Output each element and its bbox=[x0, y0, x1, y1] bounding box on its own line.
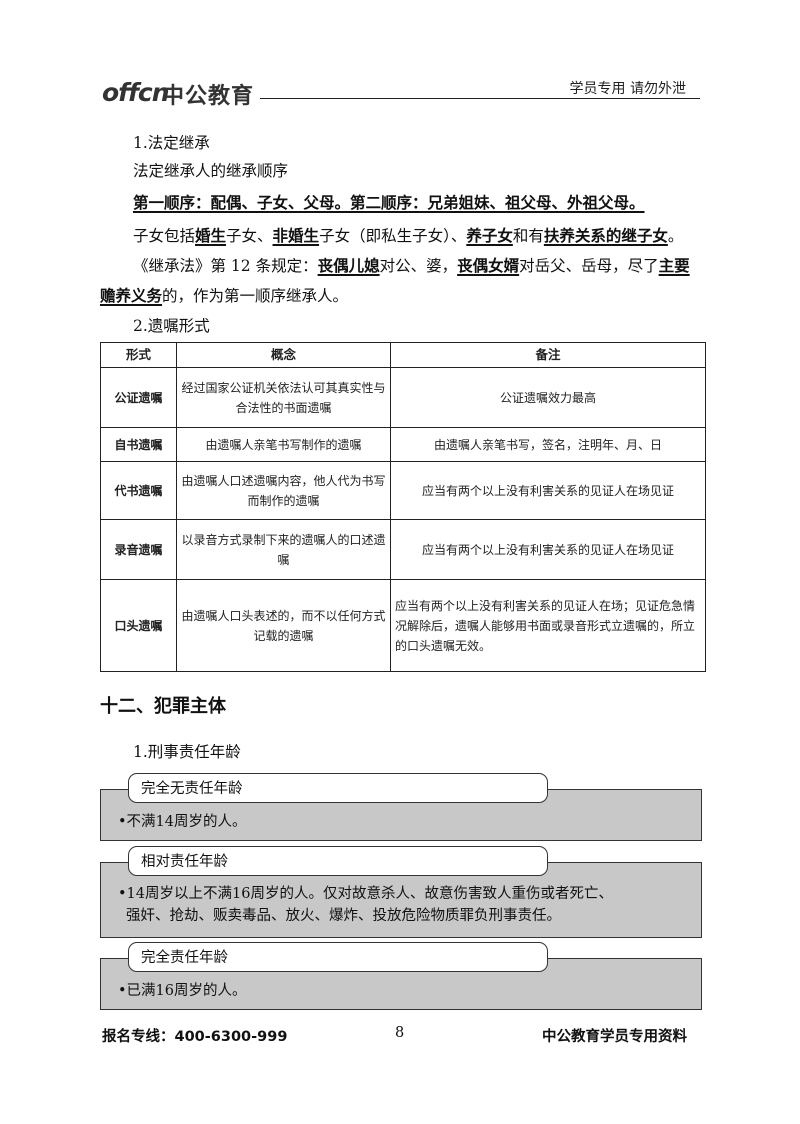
will-type-cell: 口头遗嘱 bbox=[100, 579, 177, 672]
table-row: 录音遗嘱 以录音方式录制下来的遗嘱人的口述遗嘱 应当有两个以上没有利害关系的见证… bbox=[100, 519, 706, 580]
section-title: 十二、犯罪主体 bbox=[100, 696, 226, 717]
will-type-cell: 代书遗嘱 bbox=[100, 461, 177, 520]
note-cell: 应当有两个以上没有利害关系的见证人在场见证 bbox=[390, 519, 706, 580]
keyword: 主要 bbox=[658, 256, 690, 275]
column-header: 备注 bbox=[390, 342, 706, 368]
order-intro: 法定继承人的继承顺序 bbox=[133, 162, 289, 180]
children-paragraph: 子女包括婚生子女、非婚生子女（即私生子女）、养子女和有扶养关系的继子女。 bbox=[133, 225, 683, 247]
heading-will-forms: 2.遗嘱形式 bbox=[133, 317, 210, 335]
concept-cell: 经过国家公证机关依法认可其真实性与合法性的书面遗嘱 bbox=[176, 367, 391, 428]
heading-statutory-inheritance: 1.法定继承 bbox=[133, 134, 210, 152]
concept-cell: 由遗嘱人口述遗嘱内容，他人代为书写而制作的遗嘱 bbox=[176, 461, 391, 520]
column-header: 形式 bbox=[100, 342, 177, 368]
keyword: 养子女 bbox=[466, 226, 513, 245]
text-run: 。 bbox=[667, 227, 684, 245]
age-block-label: 相对责任年龄 bbox=[128, 846, 548, 876]
keyword: 丧偶女婿 bbox=[457, 256, 520, 275]
page-number: 8 bbox=[395, 1025, 405, 1041]
will-forms-table: 形式 概念 备注 公证遗嘱 经过国家公证机关依法认可其真实性与合法性的书面遗嘱 … bbox=[100, 342, 706, 672]
text-run: 子女包括 bbox=[133, 227, 196, 245]
note-cell: 公证遗嘱效力最高 bbox=[390, 367, 706, 428]
text-run: 《继承法》第 12 条规定： bbox=[133, 257, 318, 275]
will-type-cell: 公证遗嘱 bbox=[100, 367, 177, 428]
inheritance-order: 第一顺序：配偶、子女、父母。第二顺序：兄弟姐妹、祖父母、外祖父母。 bbox=[133, 192, 645, 214]
page-header: offcn 中公教育 学员专用 请勿外泄 bbox=[100, 68, 700, 109]
text-run: 对公、婆， bbox=[379, 257, 458, 275]
will-type-cell: 自书遗嘱 bbox=[100, 427, 177, 462]
column-header: 概念 bbox=[176, 342, 391, 368]
age-block-text: 强奸、抢劫、贩卖毒品、放火、爆炸、投放危险物质罪负刑事责任。 bbox=[126, 908, 561, 924]
keyword: 扶养关系的继子女 bbox=[543, 226, 668, 245]
keyword: 丧偶儿媳 bbox=[317, 256, 380, 275]
footer-note: 中公教育学员专用资料 bbox=[542, 1029, 687, 1045]
note-cell: 由遗嘱人亲笔书写，签名，注明年、月、日 bbox=[390, 427, 706, 462]
table-row: 公证遗嘱 经过国家公证机关依法认可其真实性与合法性的书面遗嘱 公证遗嘱效力最高 bbox=[100, 367, 706, 428]
age-block-label: 完全责任年龄 bbox=[128, 942, 548, 972]
text-run: 和有 bbox=[512, 227, 544, 245]
table-row: 自书遗嘱 由遗嘱人亲笔书写制作的遗嘱 由遗嘱人亲笔书写，签名，注明年、月、日 bbox=[100, 427, 706, 462]
table-header-row: 形式 概念 备注 bbox=[100, 342, 706, 368]
age-block-text: •14周岁以上不满16周岁的人。仅对故意杀人、故意伤害致人重伤或者死亡、 bbox=[118, 886, 613, 902]
footer-hotline: 报名专线：400-6300-999 bbox=[102, 1029, 288, 1045]
will-type-cell: 录音遗嘱 bbox=[100, 519, 177, 580]
keyword: 赡养义务 bbox=[100, 286, 163, 305]
subheading-criminal-age: 1.刑事责任年龄 bbox=[133, 743, 241, 761]
offcn-logo: offcn bbox=[102, 78, 170, 107]
article-paragraph: 《继承法》第 12 条规定：丧偶儿媳对公、婆，丧偶女婿对岳父、岳母，尽了主要 bbox=[133, 255, 690, 277]
age-block-text: •不满14周岁的人。 bbox=[118, 814, 247, 830]
table-row: 代书遗嘱 由遗嘱人口述遗嘱内容，他人代为书写而制作的遗嘱 应当有两个以上没有利害… bbox=[100, 461, 706, 520]
brand-name: 中公教育 bbox=[162, 84, 255, 109]
table-row: 口头遗嘱 由遗嘱人口头表述的，而不以任何方式记载的遗嘱 应当有两个以上没有利害关… bbox=[100, 579, 706, 672]
text-run: 对岳父、岳母，尽了 bbox=[519, 257, 659, 275]
note-cell: 应当有两个以上没有利害关系的见证人在场见证 bbox=[390, 461, 706, 520]
header-rule bbox=[260, 98, 700, 99]
concept-cell: 以录音方式录制下来的遗嘱人的口述遗嘱 bbox=[176, 519, 391, 580]
article-paragraph-cont: 赡养义务的，作为第一顺序继承人。 bbox=[100, 285, 348, 307]
age-block-text: •已满16周岁的人。 bbox=[118, 983, 247, 999]
text-run: 子女、 bbox=[226, 227, 273, 245]
concept-cell: 由遗嘱人亲笔书写制作的遗嘱 bbox=[176, 427, 391, 462]
keyword: 婚生 bbox=[195, 226, 227, 245]
keyword: 非婚生 bbox=[272, 226, 320, 245]
age-block-label: 完全无责任年龄 bbox=[128, 773, 548, 803]
text-run: 子女（即私生子女）、 bbox=[319, 227, 467, 245]
concept-cell: 由遗嘱人口头表述的，而不以任何方式记载的遗嘱 bbox=[176, 579, 391, 672]
inheritance-order-text: 第一顺序：配偶、子女、父母。第二顺序：兄弟姐妹、祖父母、外祖父母。 bbox=[133, 193, 645, 212]
text-run: 的，作为第一顺序继承人。 bbox=[162, 287, 349, 305]
note-cell: 应当有两个以上没有利害关系的见证人在场；见证危急情况解除后，遗嘱人能够用书面或录… bbox=[390, 579, 706, 672]
header-note: 学员专用 请勿外泄 bbox=[569, 81, 686, 97]
